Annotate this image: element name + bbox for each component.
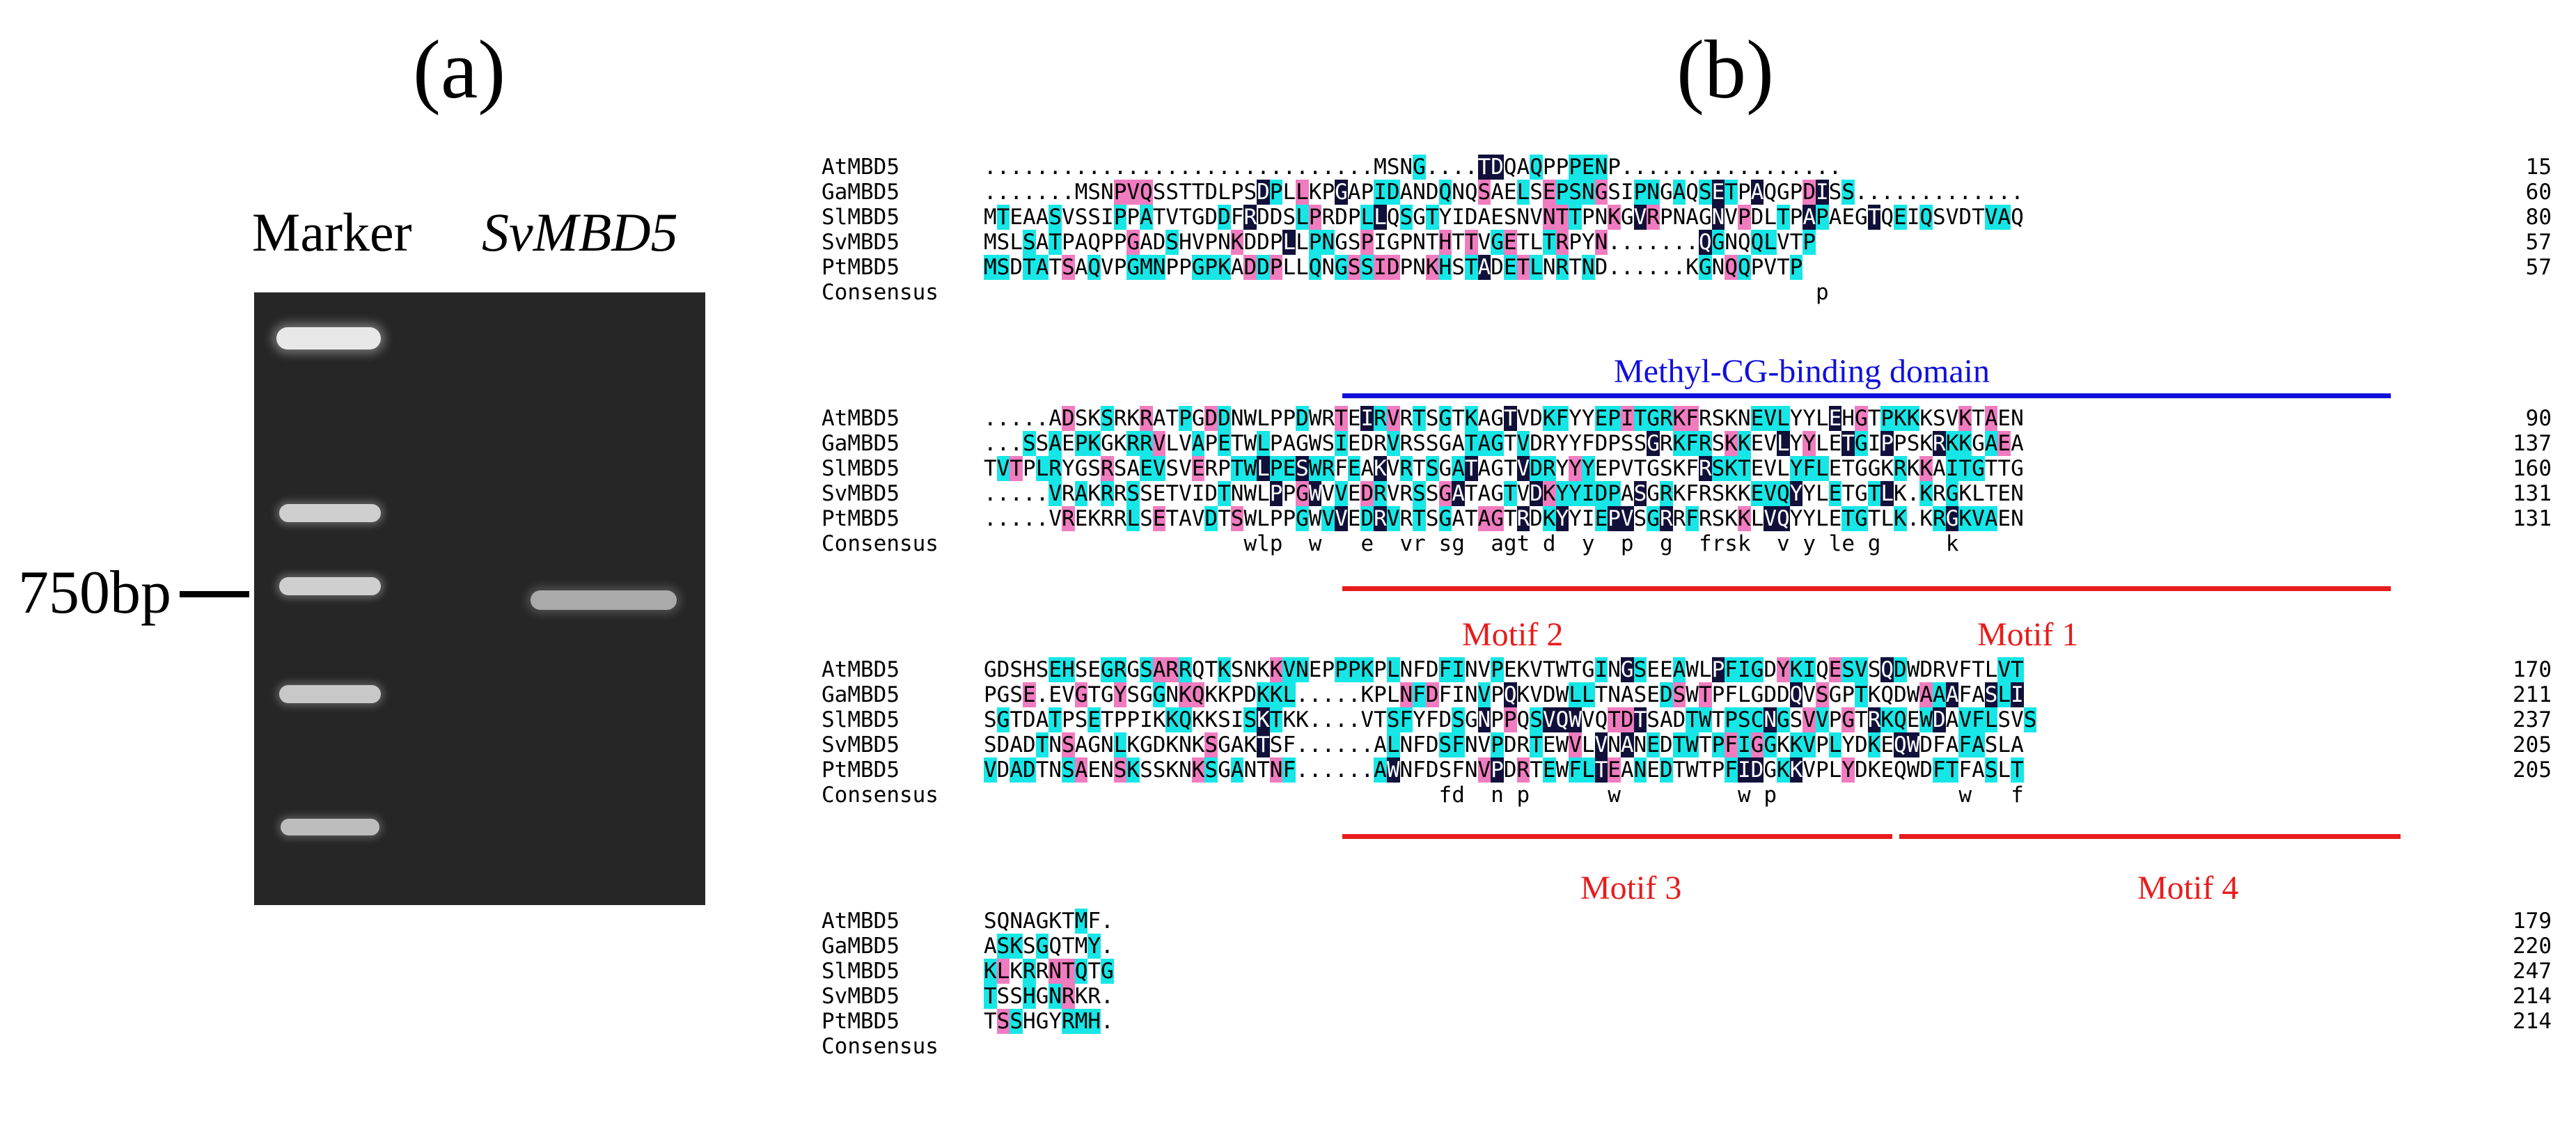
size-marker-label: 750bp bbox=[18, 559, 171, 627]
sequence-residues: .....ADSKSRKRATPGDDNWLPPDWRTEIRVRTSGTKAG… bbox=[984, 406, 2024, 431]
residue-count: 80 bbox=[2525, 205, 2552, 230]
marker-band bbox=[279, 504, 381, 522]
lane-header-marker: Marker bbox=[252, 202, 412, 262]
residue-count: 205 bbox=[2513, 732, 2552, 757]
residue-count: 160 bbox=[2513, 456, 2552, 481]
residue-count: 214 bbox=[2513, 1009, 2552, 1034]
residue-count: 237 bbox=[2513, 707, 2552, 732]
residue-count: 247 bbox=[2513, 959, 2552, 984]
sequence-name: GaMBD5 bbox=[822, 682, 900, 707]
sequence-name: AtMBD5 bbox=[822, 406, 900, 431]
sequence-name: Consensus bbox=[822, 1034, 938, 1059]
sequence-name: GaMBD5 bbox=[822, 934, 900, 959]
sequence-name: SvMBD5 bbox=[822, 984, 900, 1009]
sequence-residues: SQNAGKTMF. bbox=[984, 909, 1114, 934]
motif-4-line bbox=[1899, 834, 2401, 839]
gel-image bbox=[254, 292, 705, 905]
sequence-name: SvMBD5 bbox=[822, 481, 900, 506]
sequence-name: Consensus bbox=[822, 783, 938, 808]
size-marker-tick bbox=[180, 591, 249, 597]
sequence-name: GaMBD5 bbox=[822, 431, 900, 456]
sequence-residues: fd n p w w p w f bbox=[1438, 783, 2024, 808]
sequence-residues: MSDTATSAQVPGMNPPGPKADDPLLQNGSSIDPNKHSTAD… bbox=[984, 255, 1803, 280]
sequence-residues: PGSE.EVGTGYSGGNKQKKPDKKL.....KPLNFDFINVP… bbox=[984, 682, 2024, 707]
motif-3-label: Motif 3 bbox=[1580, 870, 1682, 906]
residue-count: 220 bbox=[2513, 934, 2552, 959]
sequence-residues: VDADTNSAENSKSSKNKSGANTNF......AWNFDSFNVP… bbox=[984, 757, 2024, 783]
residue-count: 205 bbox=[2513, 757, 2552, 783]
residue-count: 60 bbox=[2525, 180, 2552, 205]
sequence-residues: .......MSNPVQSSTTDLPSDPLLKPGAPIDANDQNQSA… bbox=[984, 180, 2024, 205]
sequence-residues: SDADTNSAGNLKGDKNKSGAKTSF......ALNFDSFNVP… bbox=[984, 732, 2024, 757]
motif-line-block2 bbox=[1342, 586, 2391, 591]
marker-band bbox=[279, 685, 381, 703]
sequence-residues: MTEAASVSSIPPATVTGDDFRDDSLPRDPLLQSGTYIDAE… bbox=[984, 205, 2024, 230]
sequence-name: SlMBD5 bbox=[822, 959, 900, 984]
sequence-name: Consensus bbox=[822, 531, 938, 556]
sequence-name: SvMBD5 bbox=[822, 732, 900, 757]
sequence-name: SlMBD5 bbox=[822, 205, 900, 230]
motif-1-label: Motif 1 bbox=[1977, 616, 2079, 653]
sequence-residues: .....VRAKRRSSETVIDTNWLPPGWVVEDRVRSSGATAG… bbox=[984, 481, 2024, 506]
residue-count: 15 bbox=[2525, 155, 2552, 180]
residue-count: 170 bbox=[2513, 657, 2552, 682]
sequence-residues: TSSHGYRMH. bbox=[984, 1009, 1114, 1034]
residue-count: 179 bbox=[2513, 909, 2552, 934]
motif-3-line bbox=[1342, 834, 1892, 839]
sequence-name: PtMBD5 bbox=[822, 757, 900, 783]
marker-band bbox=[279, 577, 381, 595]
sample-band bbox=[531, 590, 677, 610]
sequence-name: AtMBD5 bbox=[822, 909, 900, 934]
sequence-residues: ...SSAEPKGKRRVLVAPETWLPAGWSIEDRVRSSGATAG… bbox=[984, 431, 2024, 456]
sequence-name: AtMBD5 bbox=[822, 155, 900, 180]
sequence-residues: TSSHGNRKR. bbox=[984, 984, 1114, 1009]
sequence-name: Consensus bbox=[822, 280, 938, 305]
sequence-name: SvMBD5 bbox=[822, 230, 900, 255]
sequence-name: PtMBD5 bbox=[822, 255, 900, 280]
sequence-residues: ..............................MSNG....TD… bbox=[984, 155, 1842, 180]
methyl-cg-binding-domain-line bbox=[1342, 393, 2391, 398]
sequence-name: PtMBD5 bbox=[822, 506, 900, 531]
residue-count: 214 bbox=[2513, 984, 2552, 1009]
panel-a-label: (a) bbox=[413, 23, 506, 116]
residue-count: 131 bbox=[2513, 506, 2552, 531]
residue-count: 131 bbox=[2513, 481, 2552, 506]
marker-band bbox=[281, 819, 379, 835]
residue-count: 211 bbox=[2513, 682, 2552, 707]
sequence-residues: wlp w e vr sg agt d y p g frsk v y le g … bbox=[1243, 531, 1959, 556]
sequence-name: GaMBD5 bbox=[822, 180, 900, 205]
residue-count: 137 bbox=[2513, 431, 2552, 456]
residue-count: 90 bbox=[2525, 406, 2552, 431]
sequence-name: AtMBD5 bbox=[822, 657, 900, 682]
sequence-residues: KLKRRNTQTG bbox=[984, 959, 1114, 984]
sequence-name: PtMBD5 bbox=[822, 1009, 900, 1034]
sequence-residues: GDSHSEHSEGRGSARRQTKSNKKVNEPPPKPLNFDFINVP… bbox=[984, 657, 2024, 682]
lane-header-sample: SvMBD5 bbox=[482, 202, 678, 262]
motif-4-label: Motif 4 bbox=[2137, 870, 2239, 906]
sequence-residues: ASKSGQTMY. bbox=[984, 934, 1114, 959]
sequence-residues: TVTPLRYGSRSAEVSVERPTWLPESWRFEAKVRTSGATAG… bbox=[984, 456, 2024, 481]
sequence-residues: MSLSATPAQPPGADSHVPNKDDPLLPNGSPIGPNTHTTVG… bbox=[984, 230, 1816, 255]
residue-count: 57 bbox=[2525, 255, 2552, 280]
sequence-residues: .....VREKRRLSETAVDTSWLPPGWVVEDRVRTSGATAG… bbox=[984, 506, 2024, 531]
sequence-name: SlMBD5 bbox=[822, 707, 900, 732]
marker-band bbox=[276, 327, 381, 349]
sequence-residues: p bbox=[1816, 280, 1829, 305]
residue-count: 57 bbox=[2525, 230, 2552, 255]
sequence-residues: SGTDATPSETPPIKKQKKSISKTKK....VTSFYFDSGNP… bbox=[984, 707, 2037, 732]
panel-b-label: (b) bbox=[1676, 23, 1774, 116]
sequence-name: SlMBD5 bbox=[822, 456, 900, 481]
motif-2-label: Motif 2 bbox=[1462, 616, 1564, 653]
methyl-cg-binding-domain-label: Methyl-CG-binding domain bbox=[1614, 353, 1990, 390]
